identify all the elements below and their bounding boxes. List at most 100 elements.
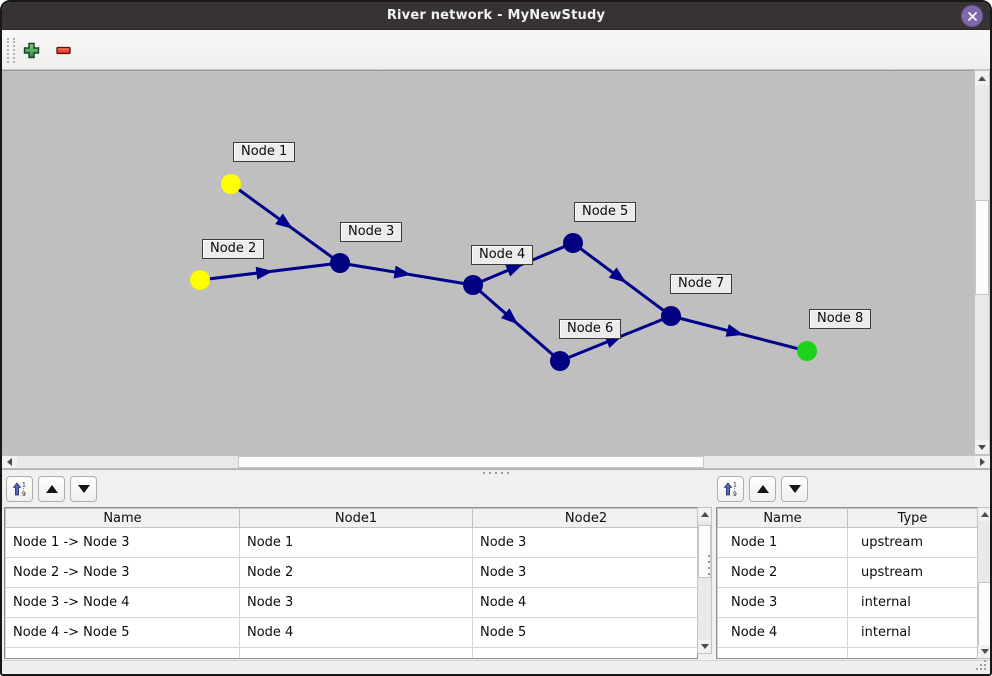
cell[interactable]: upstream — [847, 527, 977, 558]
horizontal-splitter[interactable] — [2, 469, 990, 475]
node-label[interactable]: Node 2 — [202, 239, 265, 259]
titlebar[interactable]: River network - MyNewStudy — [2, 2, 990, 30]
scrollbar-thumb[interactable] — [698, 525, 711, 578]
toolbar-grip-handle[interactable] — [7, 38, 15, 63]
column-header[interactable]: Name — [717, 508, 848, 528]
scroll-up-button[interactable] — [975, 71, 989, 85]
vertical-splitter[interactable] — [708, 553, 710, 575]
canvas-vertical-scrollbar[interactable] — [974, 70, 990, 455]
cell[interactable] — [847, 647, 977, 658]
add-button[interactable] — [20, 39, 42, 61]
arrow-down-icon — [980, 649, 989, 654]
remove-button[interactable] — [52, 39, 74, 61]
cell[interactable]: Node 1 — [239, 527, 473, 558]
cell[interactable]: Node 4 — [239, 617, 473, 648]
node-label[interactable]: Node 3 — [340, 222, 403, 242]
river-node[interactable] — [190, 270, 210, 290]
scroll-up-button[interactable] — [978, 508, 990, 521]
river-node[interactable] — [661, 306, 681, 326]
cell[interactable] — [472, 647, 697, 658]
cell[interactable]: Node 5 — [472, 617, 697, 648]
nodes-table-scrollbar[interactable] — [977, 507, 990, 659]
cell[interactable]: Node 2 — [717, 557, 848, 588]
cell[interactable]: Node 3 -> Node 4 — [5, 587, 240, 618]
scroll-up-button[interactable] — [698, 508, 711, 521]
arrow-up-icon — [45, 485, 58, 493]
scroll-left-button[interactable] — [2, 456, 17, 468]
node-label[interactable]: Node 7 — [670, 274, 733, 294]
links-move-down-button[interactable] — [70, 476, 97, 502]
scroll-right-button[interactable] — [975, 456, 990, 468]
node-label[interactable]: Node 6 — [559, 319, 622, 339]
river-node[interactable] — [221, 174, 241, 194]
nodes-sort-button[interactable]: 1 9 — [717, 476, 744, 502]
cell[interactable]: Node 4 -> Node 5 — [5, 617, 240, 648]
cell[interactable]: Node 3 — [239, 587, 473, 618]
node-label[interactable]: Node 1 — [233, 142, 296, 162]
river-node[interactable] — [563, 233, 583, 253]
links-sort-button[interactable]: 1 9 — [6, 476, 33, 502]
column-header[interactable]: Node2 — [472, 508, 697, 528]
river-node[interactable] — [330, 253, 350, 273]
node-label[interactable]: Node 4 — [471, 245, 534, 265]
river-node[interactable] — [463, 275, 483, 295]
svg-text:1: 1 — [733, 482, 737, 489]
links-move-up-button[interactable] — [38, 476, 65, 502]
column-header[interactable]: Type — [847, 508, 977, 528]
network-canvas[interactable]: Node 1 Node 2 Node 3 Node 4 Node 5 Node 6 Node… — [2, 70, 976, 455]
cell[interactable]: Node 4 — [717, 617, 848, 648]
column-header[interactable]: Name — [5, 508, 240, 528]
cell[interactable] — [239, 647, 473, 658]
scrollbar-thumb[interactable] — [238, 456, 704, 468]
scrollbar-thumb[interactable] — [978, 582, 990, 646]
nodes-move-up-button[interactable] — [749, 476, 776, 502]
cell[interactable]: Node 3 — [472, 527, 697, 558]
node-label[interactable]: Node 8 — [809, 309, 872, 329]
scroll-down-button[interactable] — [698, 640, 711, 653]
add-plus-icon — [23, 42, 39, 58]
scrollbar-thumb[interactable] — [975, 200, 989, 295]
svg-text:1: 1 — [22, 482, 26, 489]
cell[interactable] — [717, 647, 848, 658]
cell[interactable]: internal — [847, 587, 977, 618]
status-strip — [2, 660, 990, 674]
column-header[interactable]: Node1 — [239, 508, 473, 528]
cell[interactable]: Node 2 — [239, 557, 473, 588]
cell[interactable]: upstream — [847, 557, 977, 588]
river-node[interactable] — [797, 341, 817, 361]
cell[interactable]: Node 2 -> Node 3 — [5, 557, 240, 588]
scroll-down-button[interactable] — [978, 645, 990, 658]
nodes-move-down-button[interactable] — [781, 476, 808, 502]
cell[interactable]: Node 1 -> Node 3 — [5, 527, 240, 558]
scroll-down-button[interactable] — [975, 440, 989, 454]
cell[interactable]: Node 1 — [717, 527, 848, 558]
river-node[interactable] — [550, 351, 570, 371]
links-table-scrollbar[interactable] — [697, 507, 712, 654]
flow-direction-arrow-icon — [505, 263, 524, 277]
table-row[interactable] — [717, 647, 977, 658]
cell[interactable]: Node 3 — [472, 557, 697, 588]
cell[interactable]: internal — [847, 617, 977, 648]
resize-grip[interactable] — [976, 660, 987, 671]
table-row[interactable] — [5, 647, 697, 658]
close-button[interactable] — [961, 5, 983, 27]
canvas-horizontal-scrollbar[interactable] — [2, 455, 990, 469]
cell[interactable]: Node 4 — [472, 587, 697, 618]
node-label[interactable]: Node 5 — [574, 202, 637, 222]
flow-direction-arrow-icon — [255, 266, 274, 280]
cell[interactable] — [5, 647, 240, 658]
cell[interactable]: Node 3 — [717, 587, 848, 618]
main-toolbar — [2, 30, 990, 70]
flow-direction-arrow-icon — [608, 267, 627, 283]
